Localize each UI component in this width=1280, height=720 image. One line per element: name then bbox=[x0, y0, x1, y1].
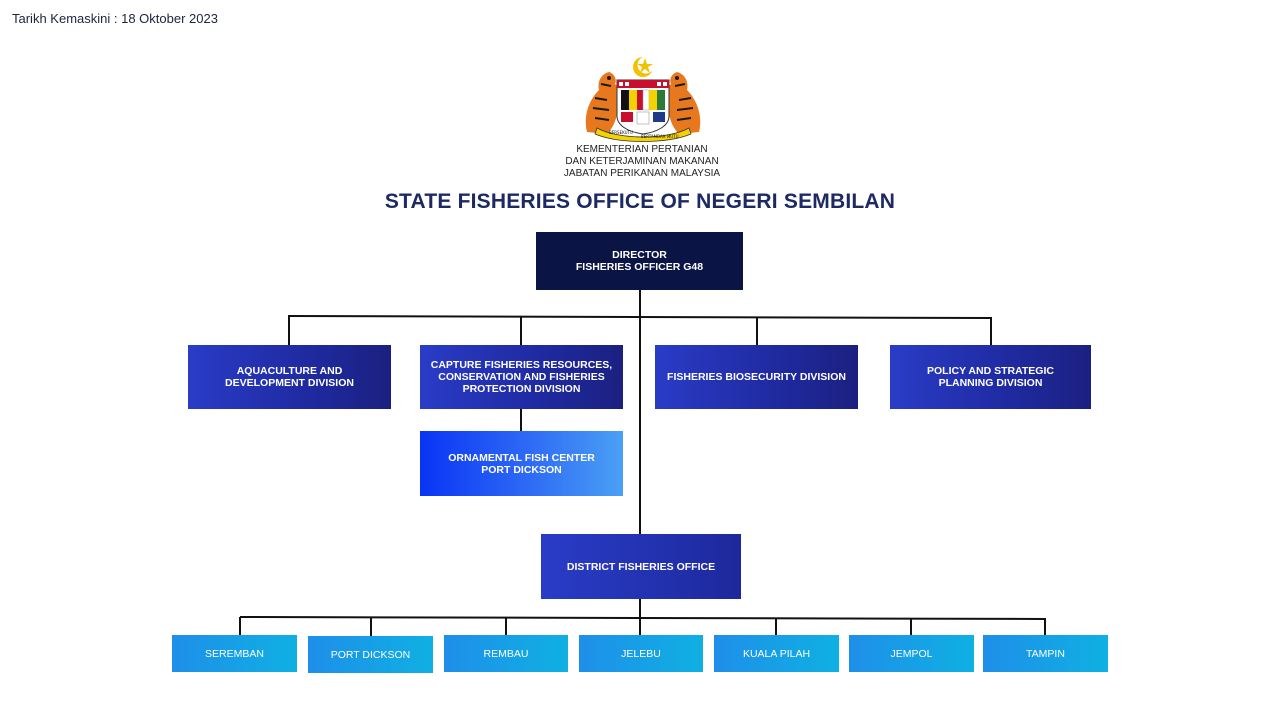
director-grade: FISHERIES OFFICER G48 bbox=[575, 261, 704, 273]
agency-line: JABATAN PERIKANAN MALAYSIA bbox=[563, 168, 721, 179]
tiger-right-icon bbox=[665, 72, 701, 134]
coat-of-arms-logo: BERSEKUTU BERTAMBAH MUTU bbox=[585, 56, 701, 142]
division-biosecurity-box: FISHERIES BIOSECURITY DIVISION bbox=[655, 345, 858, 409]
district-jempol: JEMPOL bbox=[849, 635, 974, 672]
svg-text:BERTAMBAH MUTU: BERTAMBAH MUTU bbox=[641, 134, 679, 139]
district-fisheries-office-box: DISTRICT FISHERIES OFFICE bbox=[541, 534, 741, 599]
district-kuala-pilah: KUALA PILAH bbox=[714, 635, 839, 672]
connector-district-bar bbox=[239, 616, 1046, 620]
agency-line: KEMENTERIAN PERTANIAN bbox=[576, 144, 708, 155]
division-capture-fisheries-box: CAPTURE FISHERIES RESOURCES, CONSERVATIO… bbox=[420, 345, 623, 409]
ornamental-fish-center-box: ORNAMENTAL FISH CENTER PORT DICKSON bbox=[420, 431, 623, 496]
chart-title: STATE FISHERIES OFFICE OF NEGERI SEMBILA… bbox=[384, 190, 896, 213]
motto-ribbon: BERSEKUTU BERTAMBAH MUTU bbox=[594, 127, 692, 142]
division-aquaculture-box: AQUACULTURE AND DEVELOPMENT DIVISION bbox=[188, 345, 391, 409]
shield-icon bbox=[616, 79, 670, 135]
district-rembau: REMBAU bbox=[444, 635, 568, 672]
district-seremban: SEREMBAN bbox=[172, 635, 297, 672]
district-tampin: TAMPIN bbox=[983, 635, 1108, 672]
svg-text:BERSEKUTU: BERSEKUTU bbox=[609, 130, 633, 135]
district-port-dickson: PORT DICKSON bbox=[308, 636, 433, 673]
director-box: DIRECTOR FISHERIES OFFICER G48 bbox=[536, 232, 743, 290]
agency-line: DAN KETERJAMINAN MAKANAN bbox=[565, 156, 719, 167]
district-jelebu: JELEBU bbox=[579, 635, 703, 672]
connector-division-bar bbox=[288, 315, 992, 319]
crescent-star-icon bbox=[633, 56, 655, 77]
agency-name: KEMENTERIAN PERTANIAN DAN KETERJAMINAN M… bbox=[540, 144, 744, 180]
tiger-left-icon bbox=[585, 72, 621, 134]
last-updated-label: Tarikh Kemaskini : 18 Oktober 2023 bbox=[12, 11, 218, 26]
division-policy-planning-box: POLICY AND STRATEGIC PLANNING DIVISION bbox=[890, 345, 1091, 409]
director-title: DIRECTOR bbox=[612, 249, 667, 261]
